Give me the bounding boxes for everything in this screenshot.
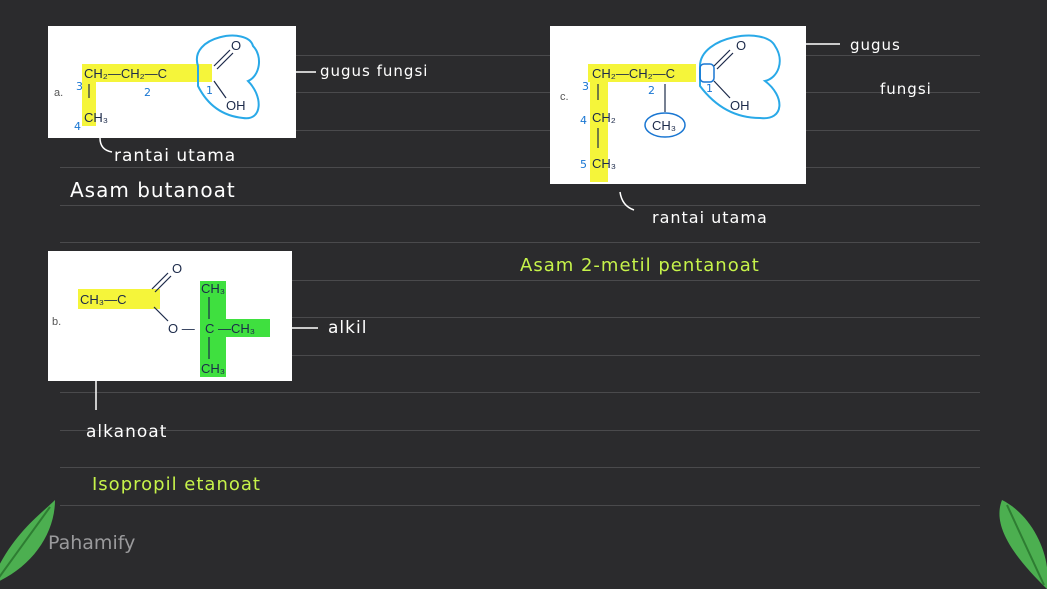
carbon-1-box xyxy=(699,63,715,83)
note-rantai-utama-c: rantai utama xyxy=(652,208,768,227)
highlight-chain-vertical xyxy=(590,64,608,182)
carbon-number: 1 xyxy=(706,82,713,95)
main-chain-text: CH₂—CH₂—C xyxy=(84,66,167,81)
note-gugus-fungsi-a: gugus fungsi xyxy=(320,62,429,80)
bottom-methyl: CH₃ xyxy=(201,361,225,376)
structure-panel-b: b. CH₃—C O O — C —CH₃ CH₃ CH₃ xyxy=(48,251,292,381)
panel-tag: c. xyxy=(560,91,569,103)
carbon-number: 3 xyxy=(76,80,83,93)
hydroxyl-group: OH xyxy=(226,98,246,113)
ruled-line xyxy=(60,92,980,93)
note-gugus-c: gugus xyxy=(850,36,901,54)
pahamify-logo: Pahamify xyxy=(48,532,136,554)
note-cabang: Cabang xyxy=(678,146,750,166)
carbonyl-oxygen: O xyxy=(172,261,182,276)
highlight-main-chain xyxy=(588,64,696,82)
top-methyl: CH₃ xyxy=(201,281,225,296)
note-alkanoat: alkanoat xyxy=(86,422,168,442)
carbon-number: 4 xyxy=(580,114,587,127)
structure-b-drawing: b. CH₃—C O O — C —CH₃ CH₃ CH₃ xyxy=(52,261,270,377)
highlight-main-chain xyxy=(82,64,212,82)
carbon-number: 3 xyxy=(582,80,589,93)
structure-panel-c: c. CH₂—CH₂—C O OH CH₂ CH₃ CH₃ 3 2 1 4 5 xyxy=(550,26,806,184)
center-carbon: C xyxy=(205,321,214,336)
branch-circle xyxy=(644,112,686,138)
hydroxyl-group: OH xyxy=(730,98,750,113)
carbon-number: 2 xyxy=(648,84,655,97)
arrow-rantai-a xyxy=(99,137,113,153)
carbonyl-oxygen: O xyxy=(736,38,746,53)
note-name-b: Isopropil etanoat xyxy=(92,474,261,495)
functional-group-circle xyxy=(699,34,781,120)
ruled-line xyxy=(60,167,980,168)
leaf-right-decoration xyxy=(999,500,1047,589)
carbon-number: 5 xyxy=(580,158,587,171)
ruled-line xyxy=(60,392,980,393)
structure-panel-a: a. CH₂—CH₂—C O OH CH₃ 3 2 1 4 xyxy=(48,26,296,138)
carbon-number: 4 xyxy=(74,120,81,133)
ruled-line xyxy=(60,355,980,356)
ruled-line xyxy=(60,130,980,131)
ruled-line xyxy=(60,55,980,56)
ruled-line xyxy=(60,430,980,431)
main-chain-text: CH₂—CH₂—C xyxy=(592,66,675,81)
ruled-line xyxy=(60,280,980,281)
structure-a-drawing: a. CH₂—CH₂—C O OH CH₃ 3 2 1 4 xyxy=(54,34,260,133)
carbonyl-oxygen: O xyxy=(231,38,241,53)
ch2-group: CH₂ xyxy=(592,110,616,125)
functional-group-circle xyxy=(195,34,260,120)
right-methyl: —CH₃ xyxy=(218,321,255,336)
note-rantai-utama-a: rantai utama xyxy=(114,146,237,166)
terminal-methyl: CH₃ xyxy=(592,156,616,171)
note-fungsi-c: fungsi xyxy=(880,80,932,98)
branch-methyl: CH₃ xyxy=(652,118,676,133)
acyl-group: CH₃—C xyxy=(80,292,126,307)
note-name-a: Asam butanoat xyxy=(70,178,236,202)
arrow-rantai-c xyxy=(619,191,635,211)
ruled-line xyxy=(60,317,980,318)
leaf-left-decoration xyxy=(0,500,55,581)
note-alkil: alkil xyxy=(328,318,368,338)
carbon-number: 1 xyxy=(206,84,213,97)
panel-tag: a. xyxy=(54,87,63,99)
structure-c-drawing: c. CH₂—CH₂—C O OH CH₂ CH₃ CH₃ 3 2 1 4 5 xyxy=(560,34,781,182)
note-name-c: Asam 2-metil pentanoat xyxy=(520,255,760,276)
methyl-group: CH₃ xyxy=(84,110,108,125)
ruled-line xyxy=(60,205,980,206)
carbon-number: 2 xyxy=(144,86,151,99)
ruled-line xyxy=(60,505,980,506)
highlight-acid-part xyxy=(78,289,160,309)
ruled-line xyxy=(60,242,980,243)
ruled-line xyxy=(60,467,980,468)
ester-oxygen: O — xyxy=(168,321,195,336)
highlight-alkyl-horizontal xyxy=(200,319,270,337)
panel-tag: b. xyxy=(52,316,61,328)
